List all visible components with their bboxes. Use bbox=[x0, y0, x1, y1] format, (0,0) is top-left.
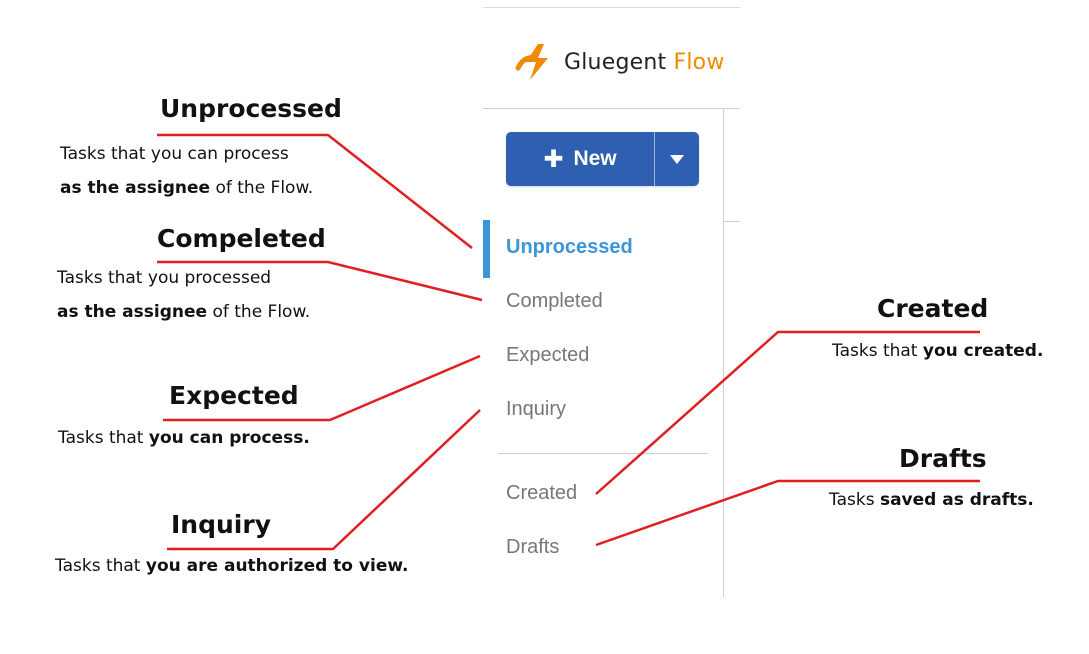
annotation-completed-title: Compeleted bbox=[157, 224, 326, 253]
sidebar-item-unprocessed[interactable]: Unprocessed bbox=[506, 236, 633, 258]
annotation-completed-line2: as the assignee of the Flow. bbox=[57, 295, 310, 329]
created-connector bbox=[595, 330, 980, 495]
caret-down-icon bbox=[670, 154, 684, 164]
annotation-created-desc: Tasks that you created. bbox=[832, 334, 1043, 368]
drafts-connector bbox=[595, 479, 980, 547]
annotation-expected-title: Expected bbox=[169, 381, 299, 410]
new-button-label: New bbox=[573, 147, 617, 170]
unprocessed-connector bbox=[157, 133, 473, 249]
annotation-inquiry-pre: Tasks that bbox=[55, 556, 146, 576]
annotation-inquiry-bold: you are authorized to view. bbox=[145, 556, 409, 576]
new-dropdown-button[interactable] bbox=[655, 132, 699, 186]
annotation-completed-bold: as the assignee bbox=[57, 302, 208, 322]
sidebar-item-drafts[interactable]: Drafts bbox=[506, 536, 560, 558]
product-name: Flow bbox=[673, 49, 725, 75]
top-divider bbox=[483, 7, 740, 8]
inquiry-connector bbox=[167, 409, 481, 551]
annotation-created-title: Created bbox=[877, 294, 989, 323]
sidebar-item-inquiry[interactable]: Inquiry bbox=[506, 398, 567, 420]
logo-text: Gluegent Flow bbox=[564, 50, 725, 75]
content-divider bbox=[723, 221, 740, 222]
annotation-drafts-desc: Tasks saved as drafts. bbox=[829, 483, 1034, 517]
sidebar-right-border bbox=[723, 109, 724, 597]
annotation-unprocessed-desc: Tasks that you can process as the assign… bbox=[60, 137, 313, 205]
annotation-created-bold: you created. bbox=[922, 341, 1044, 361]
annotation-completed-rest: of the Flow. bbox=[207, 302, 311, 322]
active-indicator bbox=[483, 220, 490, 278]
app-logo[interactable]: Gluegent Flow bbox=[514, 42, 725, 82]
annotation-expected-desc: Tasks that you can process. bbox=[58, 421, 310, 455]
annotation-drafts-title: Drafts bbox=[899, 444, 987, 473]
brand-name: Gluegent bbox=[564, 49, 667, 75]
plus-icon: ✚ bbox=[543, 145, 564, 173]
annotation-completed-line1: Tasks that you processed bbox=[57, 268, 272, 288]
new-button[interactable]: ✚ New bbox=[506, 132, 654, 186]
annotation-expected-bold: you can process. bbox=[148, 428, 310, 448]
annotation-unprocessed-bold: as the assignee bbox=[60, 178, 211, 198]
expected-connector bbox=[163, 354, 481, 422]
annotation-unprocessed-line1: Tasks that you can process bbox=[60, 144, 289, 164]
annotation-unprocessed-title: Unprocessed bbox=[160, 94, 342, 123]
annotation-drafts-pre: Tasks bbox=[829, 490, 880, 510]
annotation-inquiry-desc: Tasks that you are authorized to view. bbox=[55, 549, 408, 583]
annotation-expected-pre: Tasks that bbox=[58, 428, 149, 448]
sidebar-item-expected[interactable]: Expected bbox=[506, 344, 590, 366]
sidebar-divider bbox=[498, 453, 708, 454]
annotation-created-pre: Tasks that bbox=[832, 341, 923, 361]
annotation-unprocessed-line2: as the assignee of the Flow. bbox=[60, 171, 313, 205]
new-button-group: ✚ New bbox=[506, 132, 699, 186]
sidebar-item-created[interactable]: Created bbox=[506, 482, 578, 504]
header-divider bbox=[483, 108, 740, 109]
annotation-drafts-bold: saved as drafts. bbox=[879, 490, 1034, 510]
annotation-unprocessed-rest: of the Flow. bbox=[210, 178, 314, 198]
new-button-separator bbox=[654, 132, 655, 186]
completed-connector bbox=[157, 260, 483, 302]
gluegent-logo-icon bbox=[515, 44, 548, 80]
annotation-completed-desc: Tasks that you processed as the assignee… bbox=[57, 261, 310, 329]
annotation-inquiry-title: Inquiry bbox=[171, 510, 271, 539]
sidebar-item-completed[interactable]: Completed bbox=[506, 290, 603, 312]
